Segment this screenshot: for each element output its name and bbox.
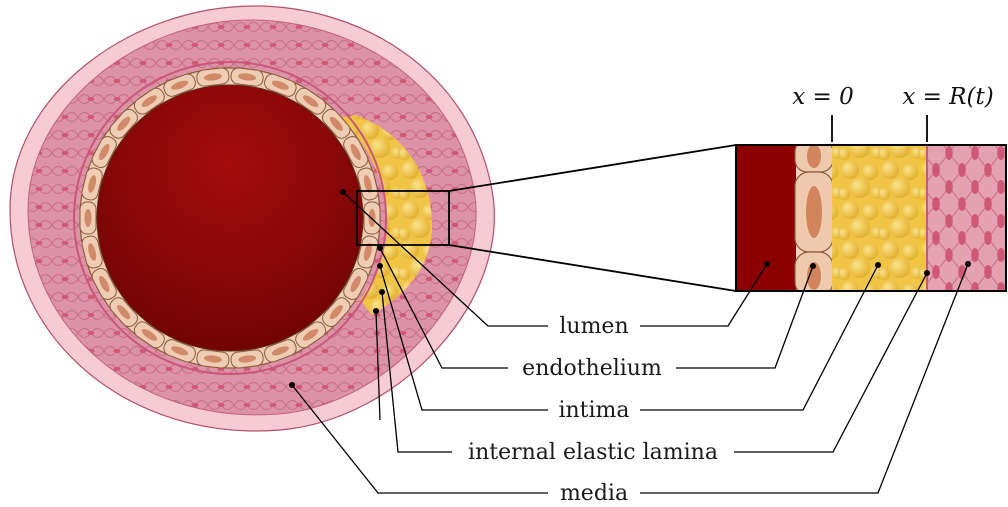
lumen-dot-main xyxy=(340,189,346,195)
internal-elastic-lamina-label: internal elastic lamina xyxy=(468,440,718,465)
media-dot-inset xyxy=(965,261,971,267)
media-dot-inner xyxy=(373,308,379,314)
lumen xyxy=(97,85,363,351)
artery-cross-section xyxy=(10,6,494,431)
magnified-inset xyxy=(736,140,1008,296)
xR-marker-label: x = R(t) xyxy=(902,84,993,110)
endothelium-label: endothelium xyxy=(522,356,662,381)
zoom-connector-bottom xyxy=(449,245,736,291)
intima-dot-main xyxy=(377,263,383,269)
inset-lumen xyxy=(736,145,796,291)
x0-marker-label: x = 0 xyxy=(792,84,854,110)
inset-intima xyxy=(832,145,926,291)
media-dot-main xyxy=(289,382,295,388)
iel-leader-right xyxy=(734,273,927,452)
zoom-connector-top xyxy=(449,145,736,191)
intima-dot-inset xyxy=(875,262,881,268)
media-label: media xyxy=(560,481,628,506)
endothelium-dot-main xyxy=(377,245,383,251)
endothelium-dot-inset xyxy=(810,263,816,269)
intima-label: intima xyxy=(558,398,629,423)
inset-endothelial-cells xyxy=(795,140,833,296)
iel-dot-main xyxy=(379,289,385,295)
lumen-label: lumen xyxy=(559,314,628,339)
lumen-dot-inset xyxy=(764,261,770,267)
endothelial-nucleus xyxy=(85,209,92,227)
inset-media xyxy=(928,145,1008,291)
iel-dot-inset xyxy=(924,270,930,276)
